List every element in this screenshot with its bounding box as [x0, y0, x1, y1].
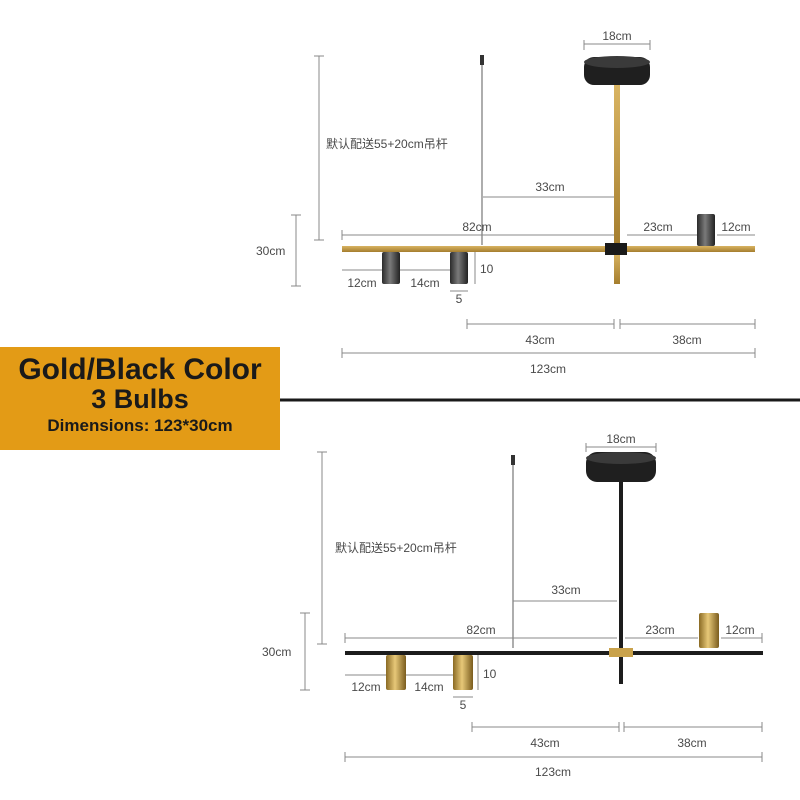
- wire-clip: [480, 55, 484, 65]
- dim-14-label: 14cm: [410, 276, 439, 290]
- top-diagram: 18cm 默认配送55+20cm吊杆 30cm 33cm 82cm 23cm: [256, 29, 756, 376]
- shade-left-1: [386, 655, 406, 690]
- dim-10-label: 10: [483, 667, 497, 681]
- badge-subtitle: 3 Bulbs: [91, 384, 189, 414]
- stem: [619, 482, 623, 684]
- stem-lower: [614, 252, 620, 284]
- dim-12-label: 12cm: [347, 276, 376, 290]
- dim-12-label: 12cm: [351, 680, 380, 694]
- dim-43-label: 43cm: [530, 736, 559, 750]
- shade-right: [697, 214, 715, 246]
- dim-38-label: 38cm: [672, 333, 701, 347]
- main-bar: [342, 246, 755, 252]
- bottom-diagram: 18cm 默认配送55+20cm吊杆 30cm 33cm 82cm 23cm: [262, 432, 763, 779]
- bar-joint: [605, 243, 627, 255]
- dim-height-label: 30cm: [256, 244, 285, 258]
- dim-12-right-label: 12cm: [725, 623, 754, 637]
- dim-10-label: 10: [480, 262, 494, 276]
- shade-left-2: [453, 655, 473, 690]
- dim-82-label: 82cm: [466, 623, 495, 637]
- dim-5-label: 5: [456, 292, 463, 306]
- dim-123-label: 123cm: [535, 765, 571, 779]
- dim-38-label: 38cm: [677, 736, 706, 750]
- dim-height-label: 30cm: [262, 645, 291, 659]
- dim-33-label: 33cm: [535, 180, 564, 194]
- dim-123-label: 123cm: [530, 362, 566, 376]
- shade-right: [699, 613, 719, 648]
- bar-joint: [609, 648, 633, 657]
- dim-23-label: 23cm: [643, 220, 672, 234]
- canopy-top: [586, 452, 656, 464]
- canopy-top: [584, 56, 650, 68]
- rod-note: 默认配送55+20cm吊杆: [335, 540, 457, 555]
- dim-14-label: 14cm: [414, 680, 443, 694]
- dim-23-label: 23cm: [645, 623, 674, 637]
- dim-12-right-label: 12cm: [721, 220, 750, 234]
- dim-82-label: 82cm: [462, 220, 491, 234]
- stem: [614, 85, 620, 245]
- main-bar: [345, 651, 763, 655]
- product-badge: Gold/Black Color 3 Bulbs Dimensions: 123…: [0, 347, 280, 450]
- dim-33-label: 33cm: [551, 583, 580, 597]
- badge-title: Gold/Black Color: [18, 353, 262, 386]
- wire-clip: [511, 455, 515, 465]
- dim-5-label: 5: [460, 698, 467, 712]
- dim-43-label: 43cm: [525, 333, 554, 347]
- badge-dimensions: Dimensions: 123*30cm: [47, 416, 233, 435]
- shade-left-1: [382, 252, 400, 284]
- shade-left-2: [450, 252, 468, 284]
- dim-canopy-label: 18cm: [602, 29, 631, 43]
- dim-canopy-label: 18cm: [606, 432, 635, 446]
- rod-note: 默认配送55+20cm吊杆: [326, 136, 448, 151]
